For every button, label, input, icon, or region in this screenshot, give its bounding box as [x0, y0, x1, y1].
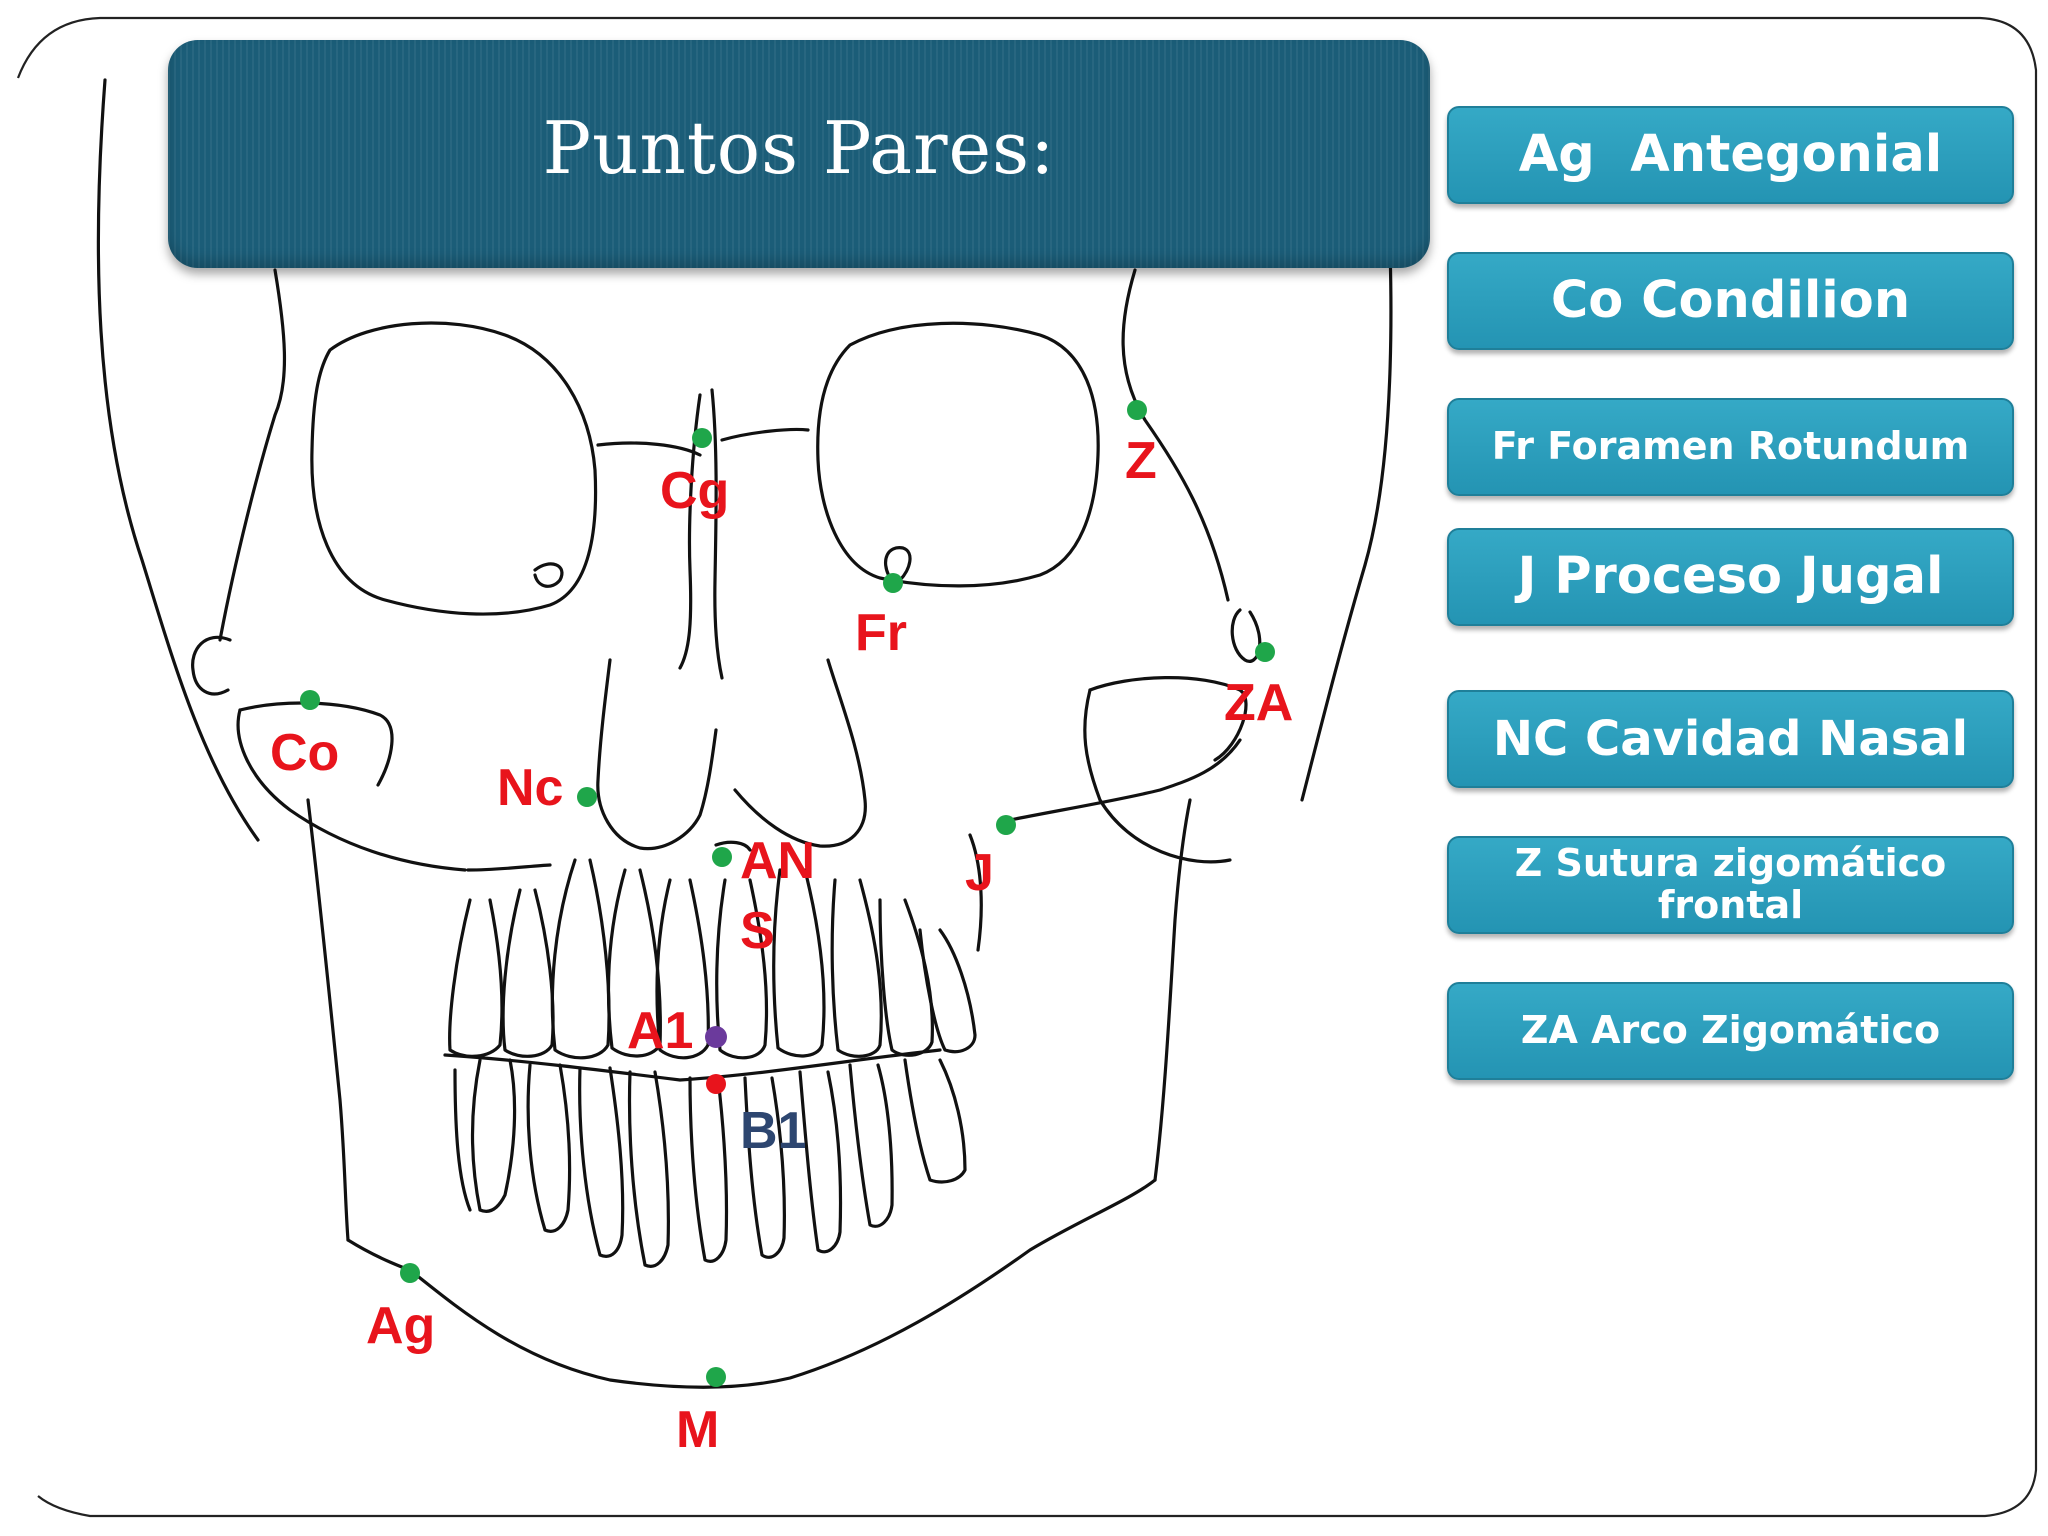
legend-item-j: J Proceso Jugal: [1447, 528, 2014, 626]
landmark-dot-co: [300, 690, 320, 710]
landmark-dot-b1: [706, 1074, 726, 1094]
landmark-label-a1: A1: [627, 1002, 693, 1060]
landmark-dot-fr: [883, 573, 903, 593]
landmark-label-j: J: [965, 844, 994, 902]
landmark-label-ag: Ag: [366, 1297, 435, 1355]
page-title: Puntos Pares:: [542, 106, 1056, 190]
legend-item-label: Fr Foramen Rotundum: [1491, 424, 1970, 469]
landmark-label-co: Co: [270, 724, 339, 782]
landmark-label-z: Z: [1125, 432, 1157, 490]
landmark-label-za: ZA: [1224, 674, 1293, 732]
landmark-label-m: M: [676, 1401, 719, 1459]
legend-item-label: Co Condilion: [1550, 270, 1911, 330]
landmark-dot-cg: [692, 428, 712, 448]
landmark-dot-za: [1255, 642, 1275, 662]
landmark-label-b1: B1: [740, 1102, 806, 1160]
legend-item-z: Z Sutura zigomático frontal: [1447, 836, 2014, 934]
landmark-label-an: AN: [740, 832, 815, 890]
landmark-dot-m: [706, 1367, 726, 1387]
legend-item-za: ZA Arco Zigomático: [1447, 982, 2014, 1080]
legend-item-label: Z Sutura zigomático frontal: [1514, 841, 1947, 927]
legend-item-label: Ag Antegonial: [1518, 124, 1943, 184]
landmark-dot-ans: [712, 847, 732, 867]
landmark-dot-a1: [705, 1026, 727, 1048]
landmark-label-nc: Nc: [497, 759, 563, 817]
landmark-dot-ag: [400, 1263, 420, 1283]
legend-item-nc: NC Cavidad Nasal: [1447, 690, 2014, 788]
legend-item-co: Co Condilion: [1447, 252, 2014, 350]
landmark-dot-j: [996, 815, 1016, 835]
landmark-label-cg: Cg: [660, 462, 729, 520]
landmark-dot-z: [1127, 400, 1147, 420]
legend-item-fr: Fr Foramen Rotundum: [1447, 398, 2014, 496]
title-banner: Puntos Pares:: [168, 40, 1430, 268]
legend-item-label: J Proceso Jugal: [1517, 546, 1944, 606]
landmark-dot-nc: [577, 787, 597, 807]
legend-item-label: NC Cavidad Nasal: [1492, 710, 1969, 767]
legend-item-ag: Ag Antegonial: [1447, 106, 2014, 204]
landmark-label-fr: Fr: [855, 604, 907, 662]
landmark-label-s: S: [740, 902, 775, 960]
legend-item-label: ZA Arco Zigomático: [1520, 1008, 1941, 1053]
